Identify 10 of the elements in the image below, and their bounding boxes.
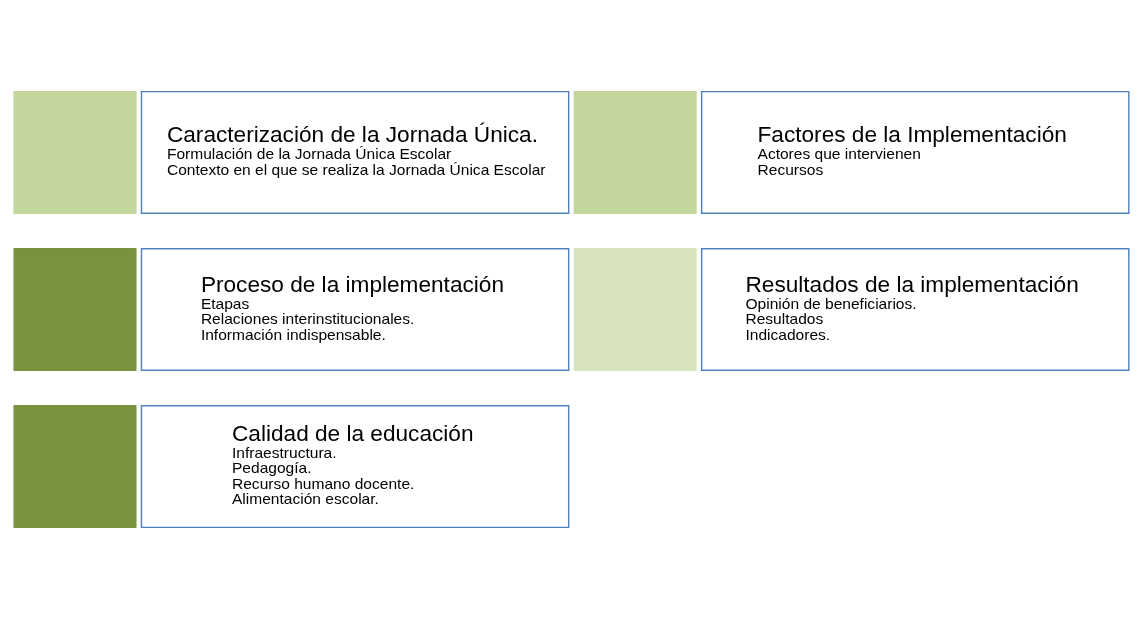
node-box: Proceso de la implementación Etapas Relaciones interinstitucionales. Información indispensable. [140, 247, 570, 372]
node-box [573, 247, 697, 372]
node-box: Factores de la Implementación Actores que intervienen Recursos [700, 90, 1130, 214]
node-box [573, 90, 697, 214]
node-box: Resultados de la implementación Opinión de beneficiarios. Resultados Indicadores. [700, 247, 1130, 372]
node-box [13, 405, 137, 529]
node-box: Calidad de la educación Infraestructura. Pedagogía. Recurso humano docente. Alimentación escolar. [140, 405, 570, 529]
node-box [13, 247, 137, 372]
node-box [13, 90, 137, 214]
node-box: Caracterización de la Jornada Única. Formulación de la Jornada Única Escolar Contexto en el que se realiza la Jornada Única Escolar [140, 90, 570, 214]
